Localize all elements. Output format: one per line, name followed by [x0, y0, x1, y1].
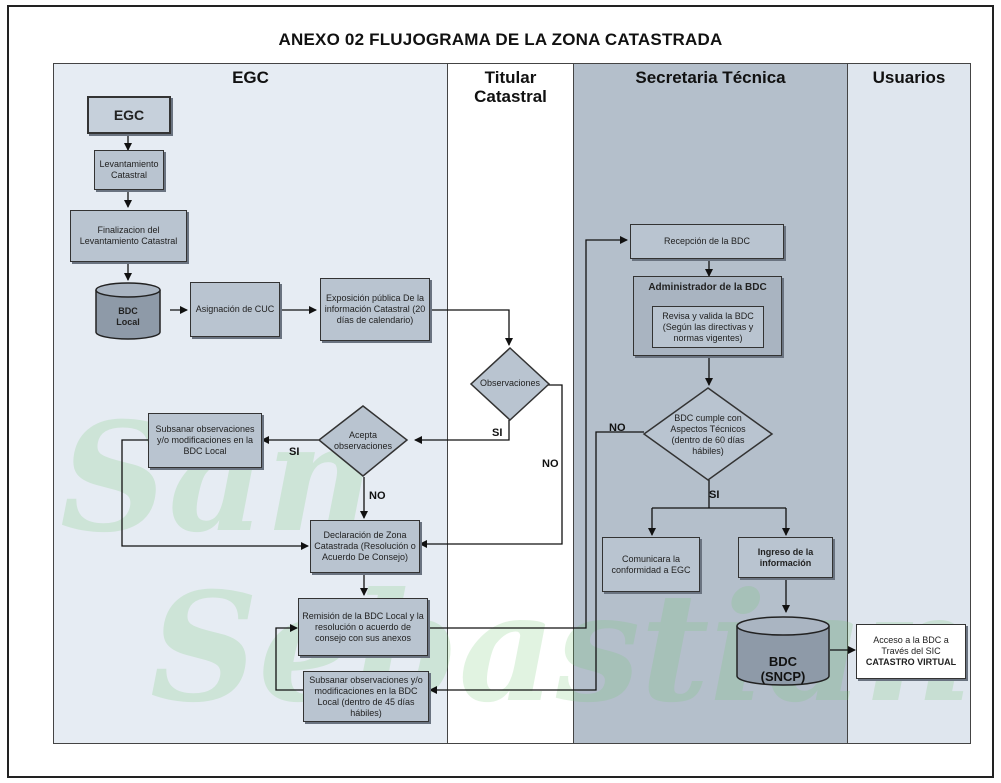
- edge-label-si-acepta: SI: [289, 446, 300, 458]
- levantamiento-label: Levantamiento Catastral: [99, 159, 159, 180]
- edge-label-si-observaciones: SI: [492, 427, 503, 439]
- acceso-label: Acceso a la BDC a Través del SIC: [873, 635, 949, 656]
- cumple-diamond-shape: [642, 387, 774, 481]
- lane-secretaria-header: Secretaria Técnica: [635, 68, 786, 87]
- edge-label-no-observaciones: NO: [542, 458, 559, 470]
- bdc-sncp-cylinder-shape: [736, 616, 830, 686]
- lane-egc-header: EGC: [232, 68, 269, 87]
- declaracion-node: Declaración de Zona Catastrada (Resoluci…: [310, 520, 420, 573]
- asignacion-cuc-label: Asignación de CUC: [195, 304, 275, 314]
- acepta-label: Acepta observaciones: [333, 430, 393, 451]
- subsanar-local-label: Subsanar observaciones y/o modificacione…: [155, 424, 255, 456]
- exposicion-node: Exposición pública De la información Cat…: [320, 278, 430, 341]
- edge-label-si-cumple: SI: [709, 489, 720, 501]
- acceso-node: Acceso a la BDC a Través del SIC CATASTR…: [856, 624, 966, 679]
- edge-label-no-cumple: NO: [609, 422, 626, 434]
- ingreso-label: Ingreso de la información: [757, 546, 814, 568]
- recepcion-node: Recepción de la BDC: [630, 224, 784, 259]
- remision-node: Remisión de la BDC Local y la resolución…: [298, 598, 428, 656]
- recepcion-label: Recepción de la BDC: [663, 236, 751, 246]
- finalizacion-node: Finalizacion del Levantamiento Catastral: [70, 210, 187, 262]
- revisa-node: Revisa y valida la BDC (Según las direct…: [652, 306, 764, 348]
- egc-start-label: EGC: [113, 106, 145, 123]
- lane-usuarios-header: Usuarios: [872, 68, 946, 87]
- observaciones-diamond-shape: [469, 346, 551, 422]
- acepta-diamond-shape: [317, 405, 409, 477]
- observaciones-label: Observaciones: [479, 378, 541, 388]
- levantamiento-node: Levantamiento Catastral: [94, 150, 164, 190]
- finalizacion-label: Finalizacion del Levantamiento Catastral: [79, 225, 178, 246]
- lane-titular-header: Titular Catastral: [474, 68, 547, 106]
- exposicion-label: Exposición pública De la información Cat…: [324, 293, 426, 325]
- cumple-label: BDC cumple con Aspectos Técnicos (dentro…: [670, 413, 746, 456]
- egc-start-node: EGC: [87, 96, 171, 134]
- subsanar-45-label: Subsanar observaciones y/o modificacione…: [309, 674, 423, 718]
- comunicara-node: Comunicara la conformidad a EGC: [602, 537, 700, 592]
- subsanar-local-node: Subsanar observaciones y/o modificacione…: [148, 413, 262, 468]
- bdc-local-cylinder-shape: [95, 282, 161, 340]
- bdc-sncp-label: BDC (SNCP): [760, 654, 806, 684]
- remision-label: Remisión de la BDC Local y la resolución…: [302, 610, 424, 643]
- page-title: ANEXO 02 FLUJOGRAMA DE LA ZONA CATASTRAD…: [278, 30, 723, 49]
- comunicara-label: Comunicara la conformidad a EGC: [611, 553, 691, 575]
- administrador-title: Administrador de la BDC: [648, 282, 767, 293]
- revisa-label: Revisa y valida la BDC (Según las direct…: [662, 310, 754, 343]
- declaracion-label: Declaración de Zona Catastrada (Resoluci…: [314, 530, 416, 562]
- bdc-local-label: BDC Local: [116, 306, 140, 327]
- subsanar-45-node: Subsanar observaciones y/o modificacione…: [303, 671, 429, 722]
- ingreso-node: Ingreso de la información: [738, 537, 833, 578]
- edge-label-no-acepta: NO: [369, 490, 386, 502]
- asignacion-cuc-node: Asignación de CUC: [190, 282, 280, 337]
- catastro-virtual-label: CATASTRO VIRTUAL: [865, 657, 957, 667]
